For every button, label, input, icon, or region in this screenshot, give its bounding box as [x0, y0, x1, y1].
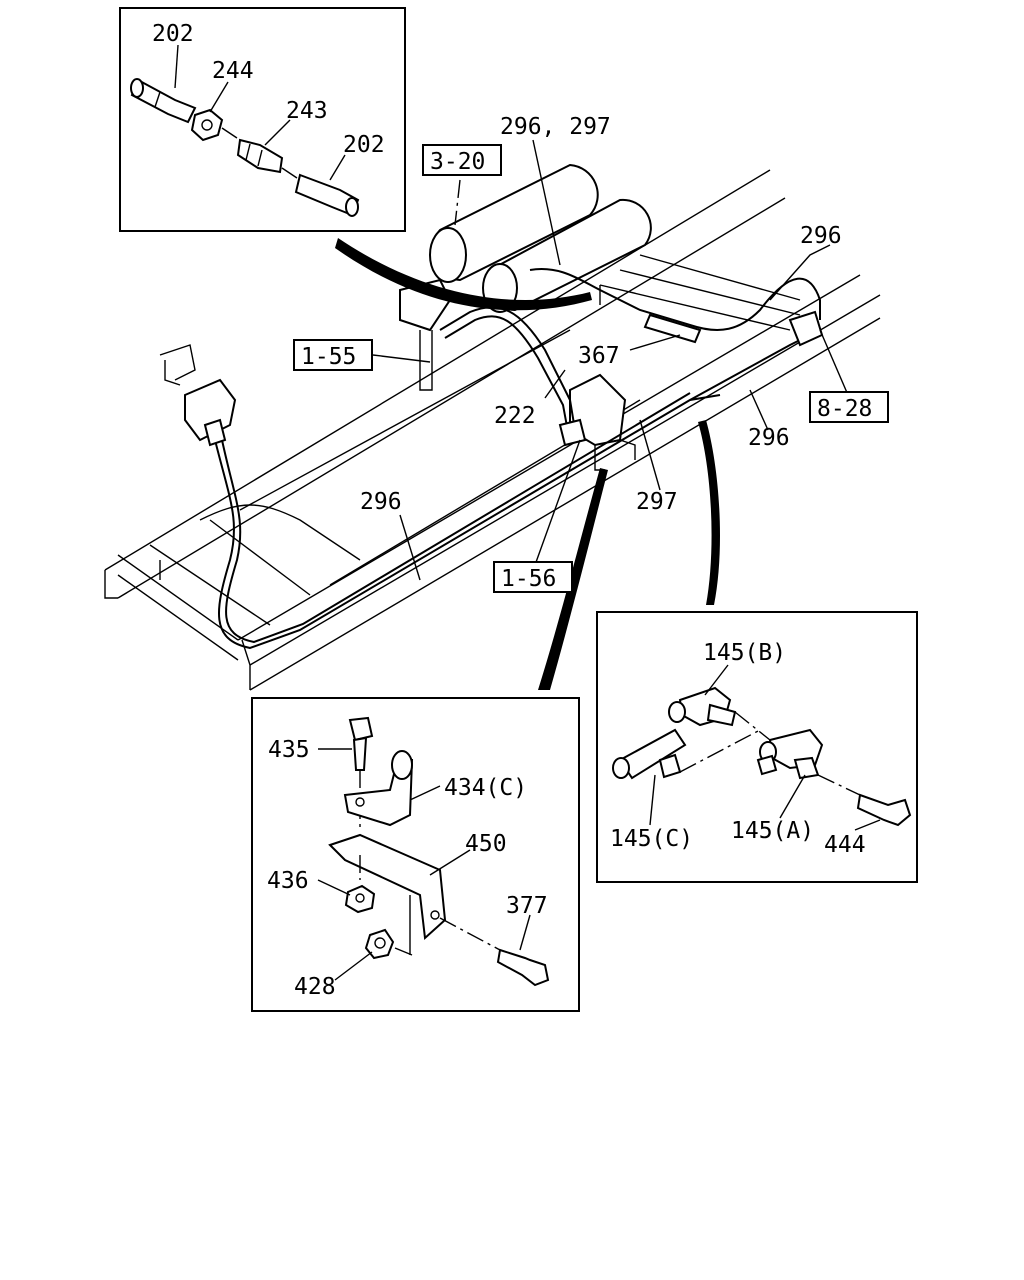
- leader-lines: [372, 139, 849, 581]
- brake-lines: [214, 268, 824, 650]
- label-296-center: 296: [360, 489, 402, 515]
- label-444: 444: [824, 832, 866, 858]
- label-296-top-right: 296: [800, 223, 842, 249]
- label-428: 428: [294, 974, 336, 1000]
- label-377: 377: [506, 893, 548, 919]
- valve-assembly: [159, 344, 237, 447]
- label-222: 222: [494, 403, 536, 429]
- label-450: 450: [465, 831, 507, 857]
- ref-box-1-55: 1-55: [293, 339, 373, 371]
- label-145a: 145(A): [731, 818, 814, 844]
- label-297: 297: [636, 489, 678, 515]
- label-296-right: 296: [748, 425, 790, 451]
- label-367: 367: [578, 343, 620, 369]
- ref-label-3-20: 3-20: [430, 149, 485, 175]
- label-243: 243: [286, 98, 328, 124]
- ref-label-8-28: 8-28: [817, 396, 872, 422]
- ref-box-3-20: 3-20: [422, 144, 502, 176]
- label-202-bottom: 202: [343, 132, 385, 158]
- ref-box-8-28: 8-28: [809, 391, 889, 423]
- air-tanks: [429, 163, 652, 313]
- label-434c: 434(C): [444, 775, 527, 801]
- inset-fittings: 202 244 243 202: [119, 7, 406, 232]
- label-202-top: 202: [152, 21, 194, 47]
- label-145b: 145(B): [703, 640, 786, 666]
- label-435: 435: [268, 737, 310, 763]
- inset-bracket: 435 434(C) 450 436 377 428: [251, 697, 580, 1012]
- label-436: 436: [267, 868, 309, 894]
- ref-box-1-56: 1-56: [493, 561, 573, 593]
- label-296-297: 296, 297: [500, 114, 611, 140]
- inset-tee-fittings: 145(B) 145(C) 145(A) 444: [596, 611, 918, 883]
- label-145c: 145(C): [610, 826, 693, 852]
- label-244: 244: [212, 58, 254, 84]
- ref-label-1-55: 1-55: [301, 344, 356, 370]
- ref-label-1-56: 1-56: [501, 566, 556, 592]
